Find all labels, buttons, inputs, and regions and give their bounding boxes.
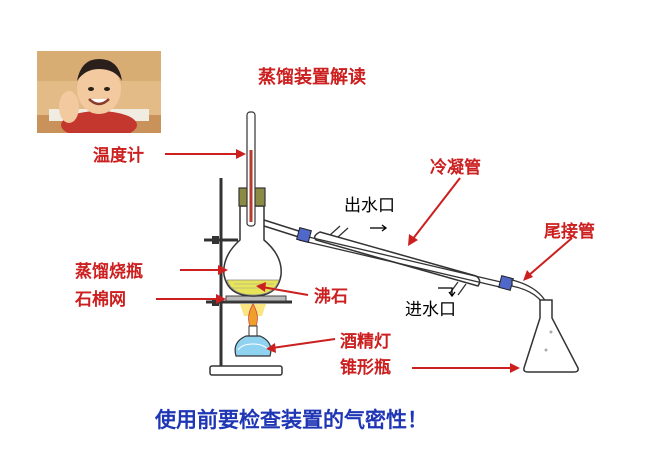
label-condenser: 冷凝管: [430, 158, 481, 178]
label-conical-flask: 锥形瓶: [340, 358, 391, 378]
label-gauze: 石棉网: [75, 290, 126, 310]
label-water-in: 进水口: [405, 300, 456, 320]
footer-note: 使用前要检查装置的气密性！: [155, 408, 428, 432]
label-water-out: 出水口: [344, 196, 395, 216]
asbestos-gauze: [225, 295, 287, 302]
label-alcohol-lamp: 酒精灯: [340, 332, 391, 352]
label-flask: 蒸馏烧瓶: [75, 262, 143, 282]
label-adapter: 尾接管: [544, 222, 595, 242]
leader-lines: [156, 149, 573, 373]
condenser: [296, 225, 514, 296]
label-boiling-chips: 沸石: [314, 287, 348, 307]
conical-flask: [523, 299, 579, 373]
water-flow-arrows: [370, 224, 456, 298]
child-photo: [37, 51, 161, 133]
diagram-title: 蒸馏装置解读: [258, 67, 366, 88]
thermometer: [246, 111, 256, 227]
alcohol-lamp: [234, 303, 272, 357]
distillation-flask: [223, 187, 306, 297]
label-thermometer: 温度计: [93, 146, 144, 166]
